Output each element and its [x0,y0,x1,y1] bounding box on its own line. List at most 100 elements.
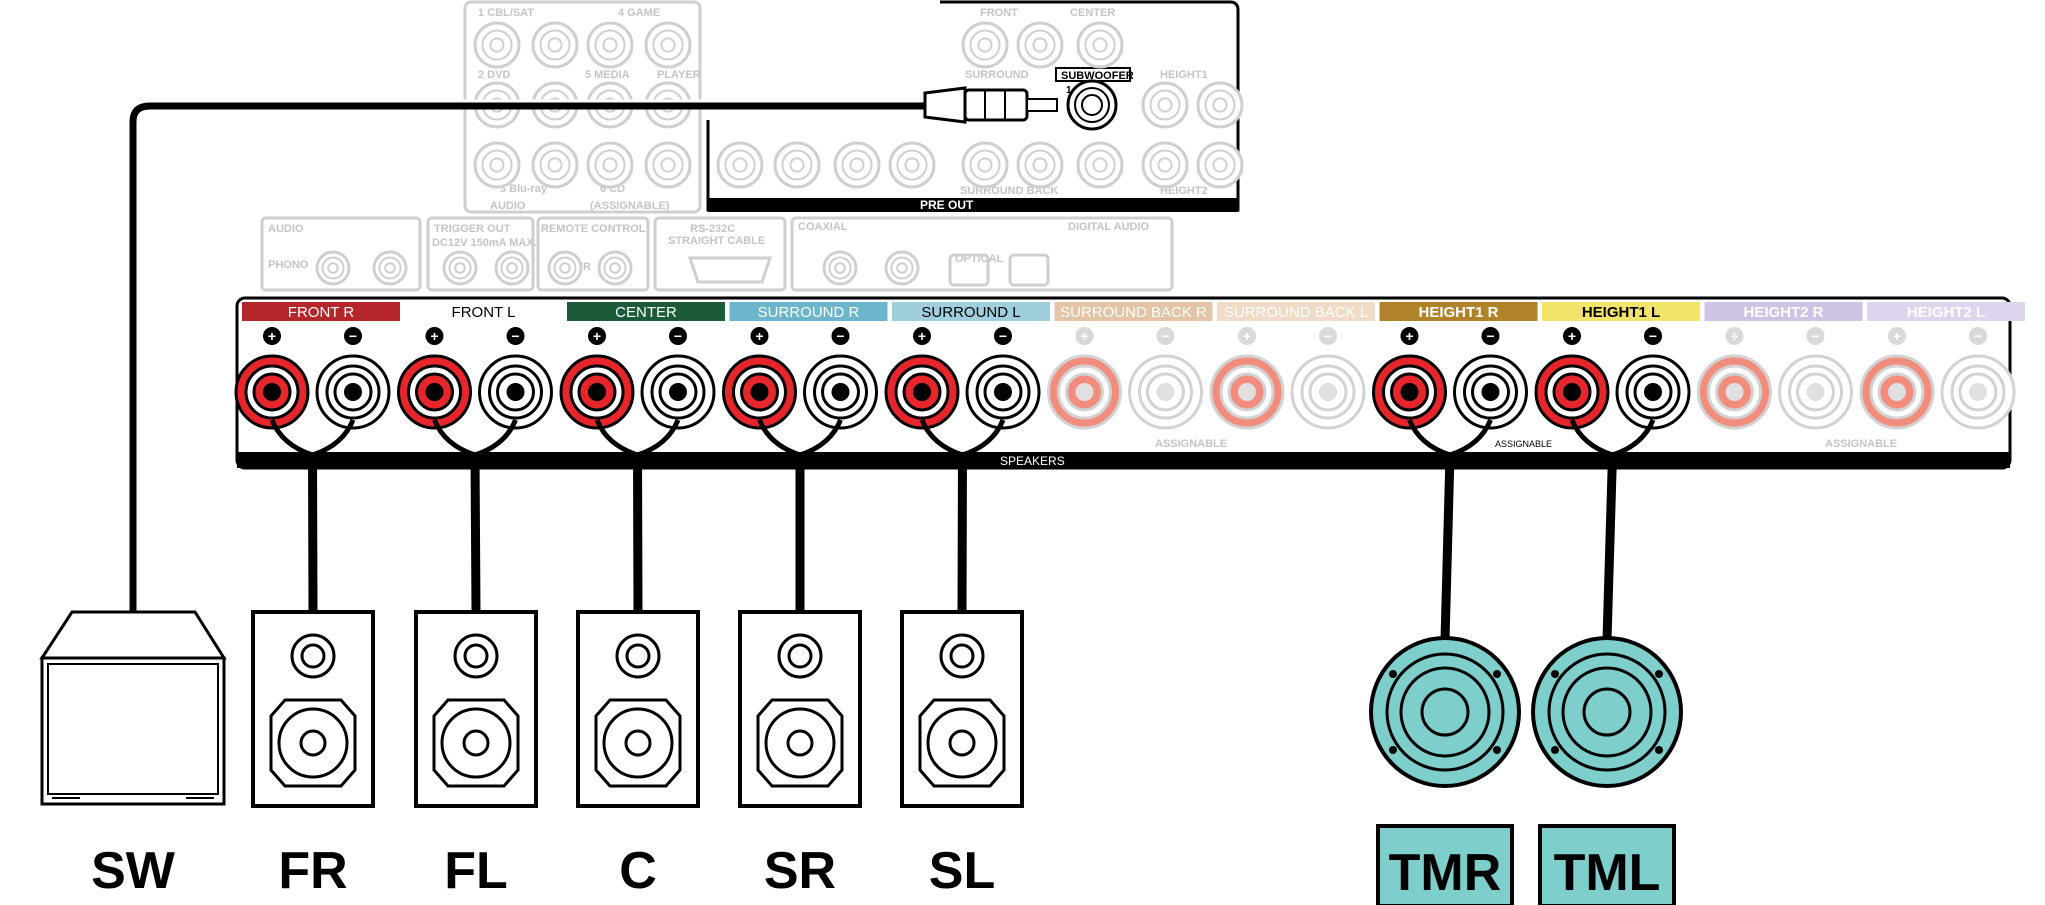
terminal-header: HEIGHT2 L + − [1867,302,2025,345]
minus-symbol: − [1161,328,1169,344]
minus-symbol-badge [506,327,525,345]
terminal-header: FRONT R+− [242,302,400,345]
speaker-terminal-positive[interactable] [1534,354,1610,430]
speaker-terminal-positive[interactable] [1697,354,1772,430]
control-io-jack [372,250,408,286]
subwoofer-jack[interactable] [1066,79,1118,131]
control-io-jack [547,250,583,286]
cables [269,418,1656,641]
terminal-header-label: HEIGHT2 L [1907,304,1985,321]
speaker-label-tml: TML [1554,844,1661,902]
terminal-header-label: CENTER [615,304,677,321]
speaker-wire [470,454,481,613]
minus-symbol: − [511,328,519,344]
speaker-terminal-negative[interactable] [803,354,878,430]
terminal-header-label: SURROUND R [758,304,860,321]
minus-symbol-badge [1644,327,1662,345]
assignable-label-height1: ASSIGNABLE [1495,439,1552,449]
minus-symbol-badge [1319,327,1337,345]
preout-jack [1076,21,1124,69]
plus-symbol: + [1893,328,1901,344]
trigger-out-label: TRIGGER OUT [434,223,511,235]
speaker-wire [633,454,643,613]
terminal-header-label: HEIGHT1 L [1582,304,1660,321]
preout-jack [1141,81,1189,129]
minus-symbol-badge [1806,327,1825,345]
pre-out-block: PRE OUT FRONT CENTER SURROUND HEIGHT1 SU… [706,0,1244,212]
speaker-terminal-negative[interactable] [1453,354,1528,430]
control-io-jack [315,250,351,286]
plus-symbol-badge [263,327,281,345]
speaker-wire [1440,454,1455,641]
tmr-label-box [1376,824,1514,905]
preout-label-front: FRONT [980,7,1018,19]
rs232c-port [687,256,773,284]
ceiling-speaker [1369,636,1521,788]
minus-symbol: − [1486,328,1494,344]
bookshelf-speaker [414,610,538,808]
subwoofer-cable [126,86,1058,612]
control-io-jack [442,250,478,286]
speakers-label: SPEAKERS [1000,454,1065,468]
speaker-wire [1602,454,1617,641]
plus-symbol: + [1080,328,1088,344]
speaker-terminal-positive[interactable] [1209,354,1285,430]
speaker-terminal-negative[interactable] [640,354,716,430]
subwoofer-speaker [39,610,227,806]
speaker-terminal-positive[interactable] [884,354,960,430]
terminal-header-label: SURROUND BACK L [1224,304,1368,321]
plus-symbol-badge [1400,327,1419,345]
speaker-terminal-negative[interactable] [965,354,1041,430]
terminal-header: SURROUND BACK L+− [1217,302,1375,345]
terminal-header-label: SURROUND BACK R [1060,304,1207,321]
preout-jack [1196,141,1244,189]
speaker-wire [308,454,318,613]
terminal-header-label: FRONT L [452,304,516,321]
plus-symbol: + [1243,328,1251,344]
control-io-jack [494,250,530,286]
terminal-header-label: SURROUND L [921,304,1020,321]
coaxial-label: COAXIAL [798,221,848,233]
speaker-terminal-negative[interactable] [1290,354,1366,430]
input-label-dvd: 2 DVD [478,69,510,81]
speaker-terminal-positive[interactable] [1047,354,1122,430]
pre-out-label: PRE OUT [920,198,974,212]
plus-symbol: + [1405,328,1413,344]
minus-symbol: − [1974,328,1982,344]
speaker-terminal-negative[interactable] [1940,354,2016,430]
minus-symbol: − [1811,328,1819,344]
input-label-game: 4 GAME [618,7,660,19]
speaker-terminal-negative[interactable] [1128,354,1203,430]
speaker-terminal-negative[interactable] [315,354,391,430]
speaker-terminal-positive[interactable] [1859,354,1935,430]
speaker-terminal-positive[interactable] [1372,354,1447,430]
speaker-terminal-positive[interactable] [234,354,310,430]
plus-symbol-badge [425,327,444,345]
ir-label: IR [580,261,591,273]
minus-symbol-badge [1969,327,1987,345]
plus-symbol: + [918,328,926,344]
speaker-terminal-negative[interactable] [1615,354,1691,430]
remote-control-label: REMOTE CONTROL [541,223,646,235]
speaker-label-tmr: TMR [1389,844,1502,902]
speaker-terminal-positive[interactable] [722,354,797,430]
terminal-header: HEIGHT1 L+− [1542,302,1700,345]
speaker-wire [957,454,967,613]
speaker-terminal-positive[interactable] [397,354,472,430]
speaker-terminal-negative[interactable] [1778,354,1853,430]
speaker-label-sl: SL [929,842,995,900]
audio-input-jack [586,141,634,189]
speaker-label-sw: SW [91,842,176,900]
speaker-terminal-negative[interactable] [478,354,553,430]
speaker-terminal-panel: SPEAKERS ASSIGNABLE ASSIGNABLE ASSIGNABL… [234,296,2025,470]
audio-input-jack [644,141,692,189]
input-label-audio: AUDIO [490,200,526,212]
control-io-jack [884,250,920,286]
audio-input-jack [473,21,521,69]
speaker-terminal-positive[interactable] [559,354,635,430]
bookshelf-speaker [576,610,700,808]
ceiling-speaker [1531,636,1683,788]
minus-symbol-badge [1481,327,1500,345]
preout-jack [888,141,936,189]
